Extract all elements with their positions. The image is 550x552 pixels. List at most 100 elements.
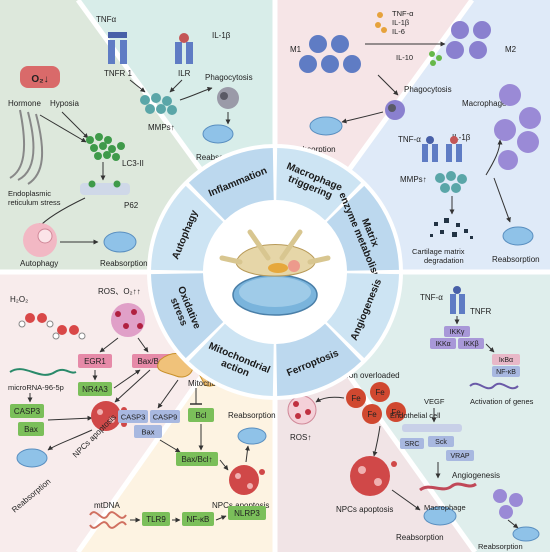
nlrp3-label: NLRP3 <box>234 509 260 518</box>
ferro-apoptotic-cell-icon <box>350 456 397 496</box>
mito-casp3-label: CASP3 <box>121 413 146 422</box>
nr4a3-box <box>78 382 112 396</box>
hub-segment-autophagy <box>151 185 224 271</box>
oxi-bax-box <box>18 422 44 436</box>
fe-label-4: Fe <box>391 408 401 417</box>
ikkb-label: IKKβ <box>463 341 478 348</box>
src-box <box>400 438 424 449</box>
tlr9-label: TLR9 <box>146 515 166 524</box>
ros-label: ROS、O₂↑↑ <box>98 287 141 296</box>
vegf-label: VEGF <box>424 397 445 406</box>
receptor-ilr-icon <box>175 33 193 64</box>
matrix-tnfa-label: TNF-α <box>398 135 421 144</box>
lc3-cluster-icon <box>86 133 125 161</box>
matrix-disc-icon <box>502 226 534 246</box>
mito-bax-bcl-box <box>176 452 218 466</box>
inflam-il1b-label: IL-1β <box>212 31 231 40</box>
oxygen-badge <box>20 66 60 88</box>
hub-segment-matrix-enzyme-metabolism <box>326 185 399 271</box>
tlr9-box <box>142 512 170 526</box>
microrna-label: microRNA-96-5p <box>8 383 64 392</box>
reabsorption-disc-icon <box>103 231 137 253</box>
ilr-label: ILR <box>178 69 191 78</box>
ikkb-box <box>458 338 484 349</box>
ferroptosis-panel: Iron overloaded Fe Fe Fe Fe ROS↑ NPCs ap… <box>287 371 457 542</box>
mito-casp9-box <box>150 410 180 423</box>
m1-label: M1 <box>290 45 302 54</box>
cyto-tnfa: TNF-α <box>392 9 414 18</box>
phagocytosis-label: Phagocytosis <box>205 73 253 82</box>
mito-nfkb-box <box>182 512 214 526</box>
matrix-il1b-label: IL-1β <box>452 133 471 142</box>
mito-nfkb-label: NF-κB <box>187 515 210 524</box>
activation-label: Activation of genes <box>470 397 534 406</box>
vrap-label: VRAP <box>450 453 469 460</box>
hub-segment-angiogenesis <box>326 273 399 359</box>
iron-label: Iron overloaded <box>344 371 400 380</box>
fe-atoms-icon <box>346 382 406 424</box>
tnfr1-label: TNFR 1 <box>104 69 133 78</box>
angiogenesis-label: Angiogenesis <box>452 471 500 480</box>
gene-helix-icon <box>469 382 519 390</box>
autophagy-reabsorption-label: Reabsorption <box>100 259 148 268</box>
ferro-npcs-label: NPCs apoptosis <box>336 505 393 514</box>
ros-cell-ferro-icon <box>287 395 317 425</box>
mmps-cluster-icon <box>140 93 177 115</box>
src-label: SRC <box>405 441 420 448</box>
il10-dots-icon <box>429 51 442 66</box>
vessel-icon <box>419 482 477 492</box>
angio-macrophage-label: Macrophage <box>424 503 466 512</box>
degradation-line1: Cartilage matrix <box>412 247 465 256</box>
endothelial-membrane-icon <box>402 424 462 432</box>
inflam-disc-icon <box>202 124 234 144</box>
matrix-mmps-label: MMPs↑ <box>400 175 427 184</box>
matrix-reabsorption-label: Reabsorption <box>492 255 540 264</box>
ferro-reabsorption-label: Reabsorption <box>396 533 444 542</box>
egr1-label: EGR1 <box>84 357 106 366</box>
mito-disc-icon <box>237 427 267 445</box>
matrix-receptor-icon <box>422 136 462 162</box>
mito-npcs-label: NPCs apoptosis <box>212 501 269 510</box>
tnfr-label: TNFR <box>470 307 492 316</box>
mito-bax-bcl-label: Bax/Bcl↑ <box>181 455 212 464</box>
oxygen-label: O₂↓ <box>31 74 48 85</box>
hub-segment-oxidative-stress <box>151 273 224 359</box>
autophagy-label: Autophagy <box>20 259 58 268</box>
cyto-il1b: IL-1β <box>392 18 410 27</box>
cyto-il6: IL-6 <box>392 27 405 36</box>
fe-label-1: Fe <box>351 394 361 403</box>
ros-cell-icon <box>111 303 145 337</box>
tnfr-receptor-icon <box>450 286 465 314</box>
fe-label-2: Fe <box>375 388 385 397</box>
angiogenesis-panel: TNF-α TNFR IKKγ IKKα IKKβ IκBα NF-κB Act… <box>390 286 540 551</box>
cytokine-dots-icon <box>375 12 387 33</box>
angio-nfkb-box <box>492 366 520 377</box>
degradation-line2: degradation <box>424 256 464 265</box>
h2o2-label: H₂O₂ <box>10 295 28 304</box>
hypoxia-label: Hyposia <box>50 99 79 108</box>
matrix-fragments-icon <box>430 218 473 239</box>
hub-segment-macrophage-triggering <box>276 148 362 221</box>
matrix-panel: Macrophage TNF-α IL-1β MMPs↑ Cartilage m… <box>398 84 541 265</box>
hub-segment-ferroptosis <box>276 323 362 396</box>
ikky-label: IKKγ <box>450 329 465 336</box>
angio-tnfa-label: TNF-α <box>420 293 443 302</box>
ikba-box <box>492 354 520 365</box>
hub-segment-inflammation <box>188 148 274 221</box>
matrix-macrophage-cells-icon <box>494 84 541 170</box>
receptor-tnfr1-icon <box>108 32 127 64</box>
mito-bcl-label: Bcl <box>195 411 206 420</box>
endothelial-label: Endothelial cell <box>390 411 441 420</box>
ikba-label: IκBα <box>499 357 513 364</box>
h2o2-molecules-icon <box>18 313 86 340</box>
mito-apoptotic-cell-icon <box>229 465 265 495</box>
nlrp3-box <box>228 506 266 520</box>
p62-label: P62 <box>124 201 139 210</box>
matrix-macrophage-label: Macrophage <box>462 99 507 108</box>
oxi-bax-bcl-label: Bax/Bcl↑ <box>137 357 168 366</box>
p62-receptor-icon <box>80 180 130 195</box>
sck-label: Sck <box>435 439 447 446</box>
